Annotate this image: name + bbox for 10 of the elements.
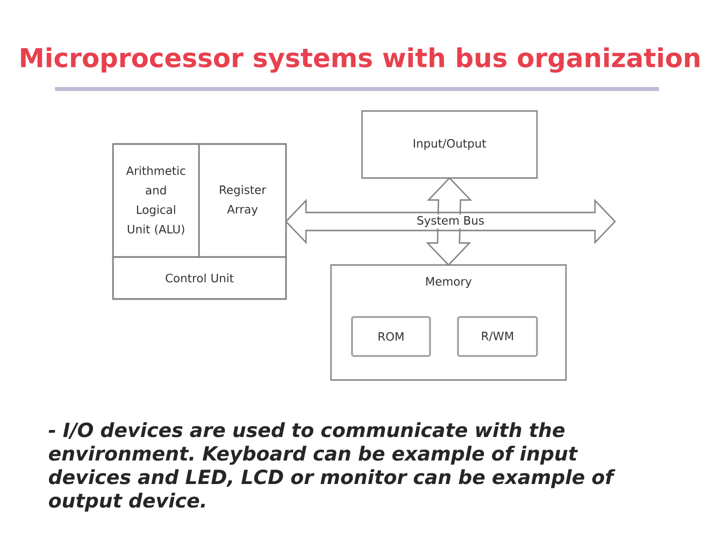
edge-label: System Bus [415, 214, 486, 228]
block-box: Register Array [198, 143, 287, 258]
paragraph: - I/O devices are used to communicate with the environment. Keyboard can be example of input devices and LED, LCD or monitor can be example of output device. [48, 422, 616, 512]
block-box: Control Unit [112, 256, 287, 300]
title: Microprocessor systems with bus organization [21, 47, 700, 73]
rounded-box: ROM [351, 316, 431, 357]
rounded-box: R/WM [457, 316, 538, 357]
block-box: Input/Output [361, 110, 538, 179]
block-box: Arithmetic and Logical Unit (ALU) [112, 143, 200, 258]
block-arrow [285, 198, 616, 244]
